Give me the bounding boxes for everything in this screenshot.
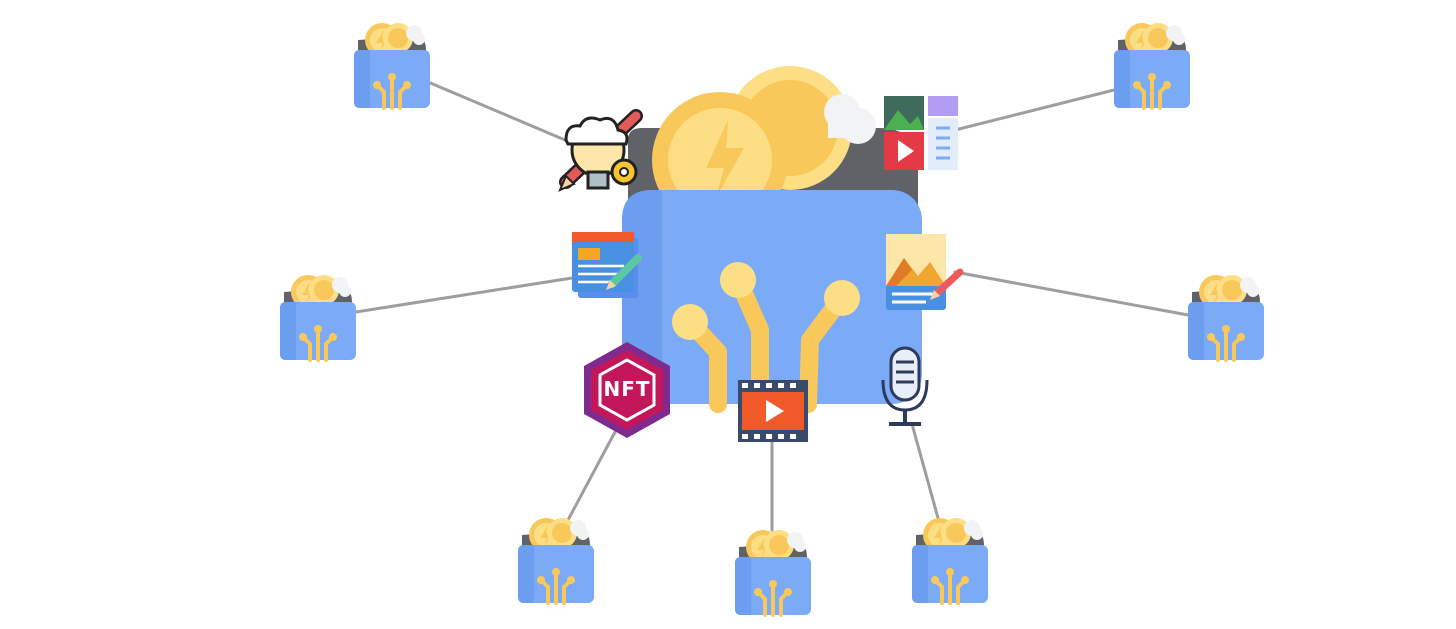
connector-mid-right xyxy=(955,272,1188,315)
connector-bottom-left xyxy=(568,432,615,520)
nft-label: NFT xyxy=(603,377,650,401)
wallet-top-left-icon xyxy=(354,23,430,108)
image-edit-icon xyxy=(886,234,960,310)
video-film-icon xyxy=(738,380,808,442)
wallet-top-right-icon xyxy=(1114,23,1190,108)
central-wallet-icon xyxy=(622,66,922,404)
wallet-mid-right-icon xyxy=(1188,275,1264,360)
connector-top-left xyxy=(428,82,565,140)
wallet-mid-left-icon xyxy=(280,275,356,360)
wallet-bottom-left-icon xyxy=(518,518,594,603)
connector-mid-left xyxy=(356,278,572,312)
connector-bottom-right xyxy=(912,424,938,518)
media-gallery-icon xyxy=(884,96,958,170)
wallet-bottom-right-icon xyxy=(912,518,988,603)
idea-bulb-pencil-gear-icon xyxy=(560,116,636,190)
connector-top-right xyxy=(955,90,1114,130)
web-article-edit-icon xyxy=(572,232,638,298)
wallet-bottom-center-icon xyxy=(735,530,811,615)
